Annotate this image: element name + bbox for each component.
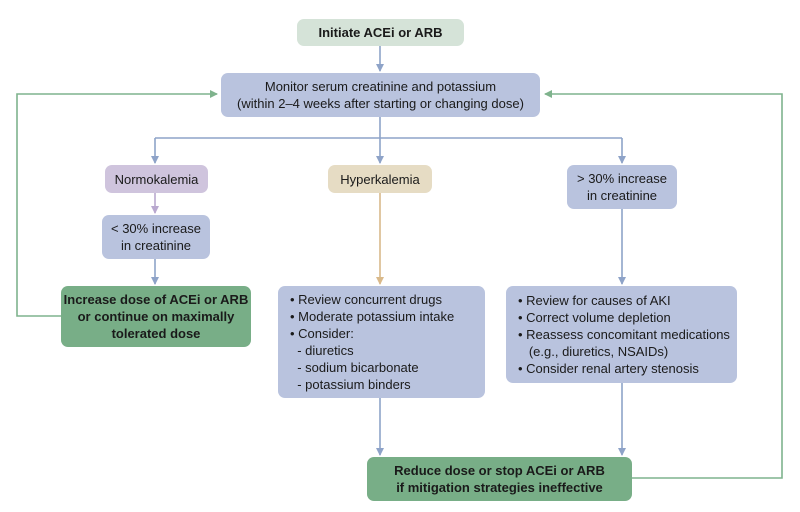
node-text-line: - potassium binders bbox=[290, 377, 411, 392]
node-aki-actions: • Review for causes of AKI • Correct vol… bbox=[506, 286, 737, 383]
connector-monitor-to-branches bbox=[155, 117, 622, 139]
node-text-line: Hyperkalemia bbox=[340, 171, 420, 187]
node-text-line: • Consider: bbox=[290, 326, 354, 341]
node-hyperkalemia-actions: • Review concurrent drugs • Moderate pot… bbox=[278, 286, 485, 398]
node-text-line: if mitigation strategies ineffective bbox=[396, 480, 603, 495]
node-text-line: Initiate ACEi or ARB bbox=[318, 25, 443, 40]
node-text-line: - diuretics bbox=[290, 343, 354, 358]
node-text-line: - sodium bicarbonate bbox=[290, 360, 419, 375]
loop-reduce-dose-to-monitor bbox=[544, 90, 783, 479]
node-creatinine-increase-above-30: > 30% increase in creatinine bbox=[567, 165, 677, 209]
loop-increase-dose-to-monitor bbox=[16, 90, 218, 317]
node-text-line: • Reassess concomitant medications bbox=[518, 327, 730, 342]
node-text-line: • Consider renal artery stenosis bbox=[518, 361, 699, 376]
node-text-line: in creatinine bbox=[586, 188, 658, 203]
node-text-line: • Review concurrent drugs bbox=[290, 292, 442, 307]
node-normokalemia: Normokalemia bbox=[105, 165, 208, 193]
node-text-line: > 30% increase bbox=[577, 171, 667, 186]
node-text-line: Reduce dose or stop ACEi or ARB bbox=[394, 463, 605, 478]
node-text-line: (within 2–4 weeks after starting or chan… bbox=[237, 96, 524, 111]
node-text-line: < 30% increase bbox=[111, 221, 201, 236]
node-reduce-or-stop-dose: Reduce dose or stop ACEi or ARB if mitig… bbox=[367, 457, 632, 501]
node-text-line: • Correct volume depletion bbox=[518, 310, 671, 325]
node-text-line: • Moderate potassium intake bbox=[290, 309, 455, 324]
node-increase-dose: Increase dose of ACEi or ARB or continue… bbox=[61, 286, 251, 347]
node-creatinine-increase-below-30: < 30% increase in creatinine bbox=[102, 215, 210, 259]
node-text-line: • Review for causes of AKI bbox=[518, 293, 671, 308]
node-text-line: Monitor serum creatinine and potassium bbox=[264, 79, 497, 94]
node-initiate-acei-arb: Initiate ACEi or ARB bbox=[297, 19, 464, 46]
node-text-line: or continue on maximally bbox=[77, 309, 235, 324]
node-text-line: tolerated dose bbox=[111, 326, 201, 341]
node-text-line: in creatinine bbox=[120, 238, 192, 253]
node-monitor-creatinine-potassium: Monitor serum creatinine and potassium (… bbox=[221, 73, 540, 117]
node-text-line: (e.g., diuretics, NSAIDs) bbox=[518, 344, 669, 359]
node-hyperkalemia: Hyperkalemia bbox=[328, 165, 432, 193]
node-text-line: Increase dose of ACEi or ARB bbox=[63, 292, 249, 307]
node-text-line: Normokalemia bbox=[114, 171, 199, 187]
